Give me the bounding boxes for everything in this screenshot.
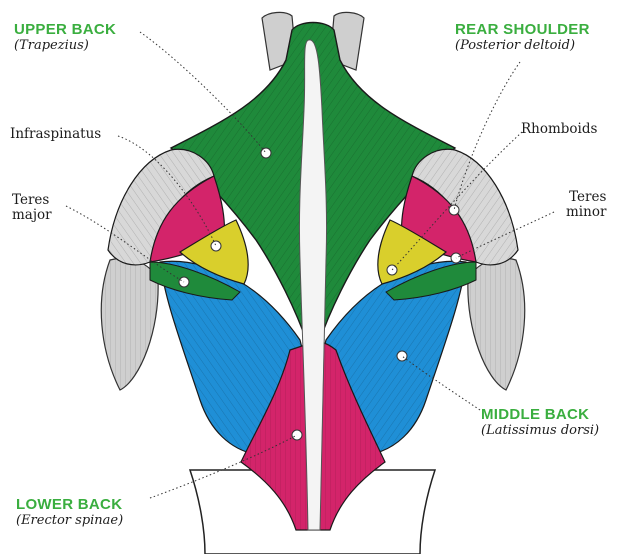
upper-back-title: UPPER BACK [14,22,116,39]
label-middle-back: MIDDLE BACK (Latissimus dorsi) [481,407,599,438]
label-teres-major: Teres major [12,193,52,223]
marker-upper-back [261,148,271,158]
marker-infraspinatus [211,241,221,251]
rear-shoulder-muscle: (Posterior deltoid) [455,39,590,54]
rear-shoulder-title: REAR SHOULDER [455,22,590,39]
label-lower-back: LOWER BACK (Erector spinae) [16,497,123,528]
marker-rear-shoulder [449,205,459,215]
teres-major-line1: Teres [12,193,52,208]
label-rear-shoulder: REAR SHOULDER (Posterior deltoid) [455,22,590,53]
teres-minor-line2: minor [566,205,606,220]
label-infraspinatus: Infraspinatus [10,127,101,142]
label-upper-back: UPPER BACK (Trapezius) [14,22,116,53]
middle-back-title: MIDDLE BACK [481,407,599,424]
teres-major-line2: major [12,208,52,223]
upper-back-muscle: (Trapezius) [14,39,116,54]
marker-middle-back [397,351,407,361]
label-teres-minor: Teres minor [566,190,606,220]
label-rhomboids: Rhomboids [521,122,597,137]
middle-back-muscle: (Latissimus dorsi) [481,424,599,439]
teres-minor-line1: Teres [566,190,606,205]
lower-back-title: LOWER BACK [16,497,123,514]
lower-back-muscle: (Erector spinae) [16,514,123,529]
